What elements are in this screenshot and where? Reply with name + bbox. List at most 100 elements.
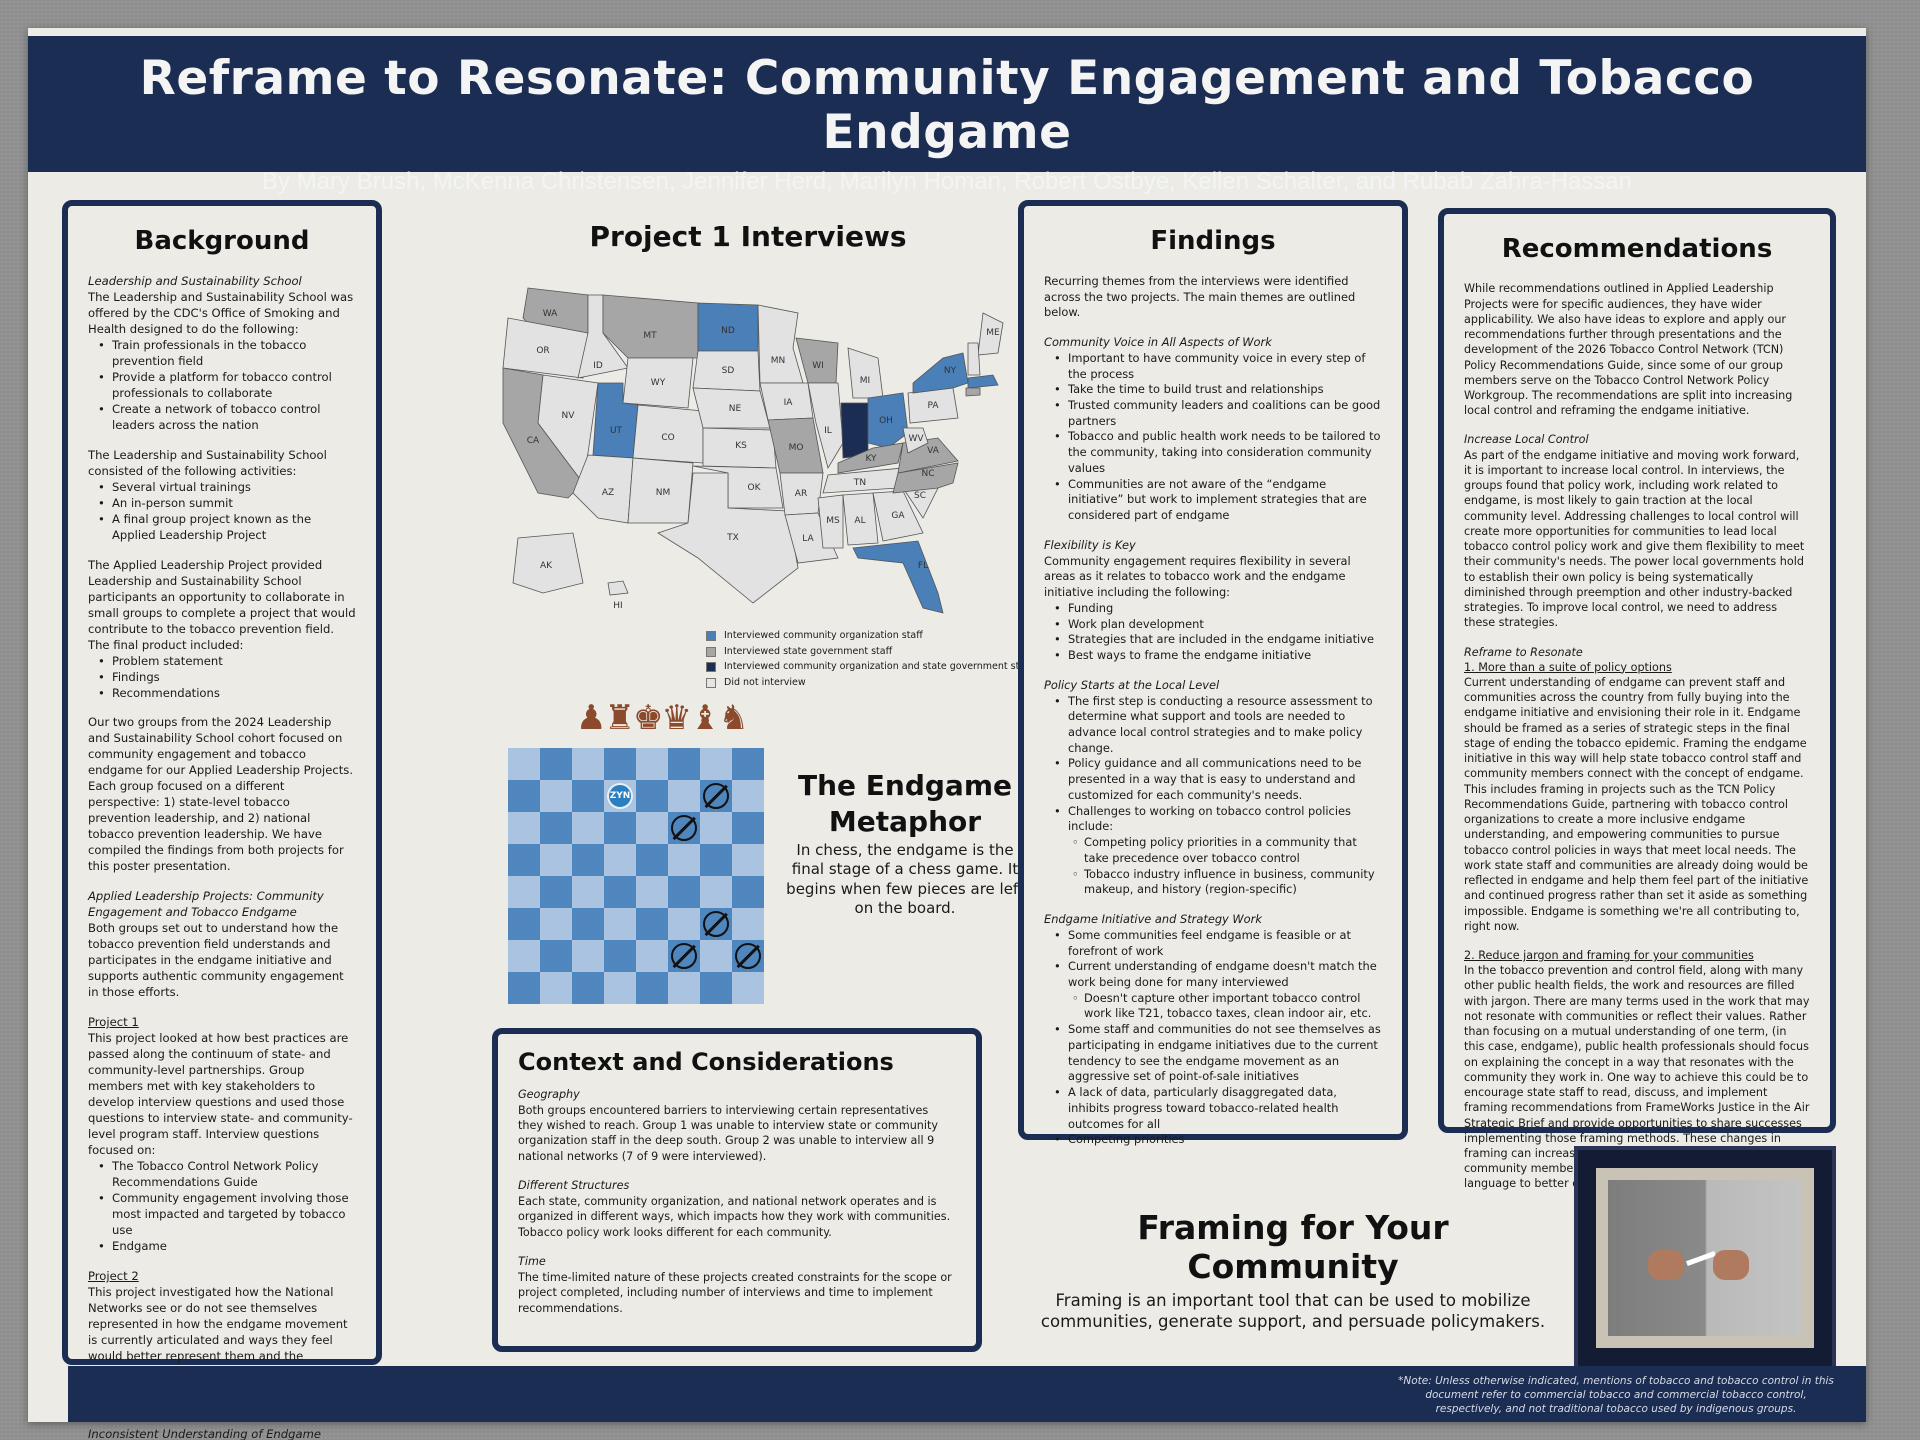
svg-text:AZ: AZ [602, 488, 614, 498]
chess-square [732, 812, 764, 844]
chess-square [668, 844, 700, 876]
chess-square [700, 940, 732, 972]
activities-list: Several virtual trainings An in-person s… [88, 480, 356, 544]
recommendations-intro: While recommendations outlined in Applie… [1464, 282, 1793, 418]
framing-text: Framing is an important tool that can be… [1040, 1291, 1546, 1332]
chess-square [700, 844, 732, 876]
chess-square [540, 780, 572, 812]
framing-section: Framing for Your Community Framing is an… [1038, 1208, 1548, 1333]
svg-text:VA: VA [927, 446, 940, 456]
lss-intro: The Leadership and Sustainability School… [88, 289, 354, 336]
state-ME [977, 312, 1004, 356]
legend-label: Interviewed state government staff [724, 645, 893, 657]
alp-text: Both groups set out to understand how th… [88, 921, 344, 1000]
no-smoking-icon [703, 911, 729, 937]
state-IL [807, 382, 844, 470]
svg-text:MT: MT [643, 331, 657, 341]
strategy-list-2: Some staff and communities do not see th… [1044, 1022, 1382, 1148]
chess-square [540, 940, 572, 972]
svg-text:ID: ID [593, 361, 603, 371]
list-item: Trusted community leaders and coalitions… [1054, 398, 1382, 429]
svg-text:UT: UT [610, 426, 623, 436]
svg-text:NV: NV [562, 411, 576, 421]
footer-note: *Note: Unless otherwise indicated, menti… [1398, 1375, 1834, 1416]
local-control-text: As part of the endgame initiative and mo… [1464, 448, 1805, 630]
list-item: Endgame [98, 1239, 356, 1255]
metaphor-text: In chess, the endgame is the final stage… [786, 840, 1024, 918]
chess-square [732, 940, 764, 972]
no-smoking-icon [735, 943, 761, 969]
svg-text:TX: TX [726, 533, 739, 543]
zyn-logo-icon: ZYN [607, 783, 633, 809]
chess-square [636, 972, 668, 1004]
rec1-text: Current understanding of endgame can pre… [1464, 675, 1809, 933]
background-heading: Background [134, 226, 310, 256]
list-item: Findings [98, 670, 356, 686]
map-legend: Interviewed community organization staff… [706, 628, 1032, 691]
state-HI [607, 580, 629, 596]
interviews-heading: Project 1 Interviews [589, 220, 907, 253]
list-item: Recommendations [98, 686, 356, 702]
geography-subtitle: Geography [518, 1088, 580, 1102]
state-TX [657, 472, 799, 604]
chess-square [732, 908, 764, 940]
list-item: Problem statement [98, 654, 356, 670]
chess-square [572, 972, 604, 1004]
alp-intro: The Applied Leadership Project provided … [88, 557, 356, 652]
svg-text:NE: NE [729, 404, 742, 414]
list-item: Take the time to build trust and relatio… [1054, 382, 1382, 398]
svg-text:WA: WA [543, 309, 558, 319]
rec1-title: 1. More than a suite of policy options [1464, 660, 1672, 674]
breaking-cigarette-image [1608, 1180, 1802, 1336]
svg-text:IA: IA [784, 398, 794, 408]
list-item: Current understanding of endgame doesn't… [1054, 959, 1382, 990]
svg-text:MS: MS [826, 516, 840, 526]
no-smoking-icon [671, 943, 697, 969]
flex-list: Funding Work plan development Strategies… [1044, 601, 1382, 664]
poster-title: Reframe to Resonate: Community Engagemen… [139, 51, 1755, 161]
svg-text:AR: AR [795, 489, 807, 499]
chess-square [604, 876, 636, 908]
chess-square [700, 812, 732, 844]
chess-square [508, 844, 540, 876]
chess-square [604, 908, 636, 940]
svg-text:SD: SD [722, 366, 735, 376]
state-CT [965, 387, 981, 397]
chess-square [572, 876, 604, 908]
state-OK [692, 465, 784, 509]
legend-swatch [706, 646, 716, 657]
list-item: Strategies that are included in the endg… [1054, 632, 1382, 648]
state-AZ [572, 454, 634, 524]
chess-square [572, 940, 604, 972]
chess-square [540, 876, 572, 908]
strategy-sublist: Doesn't capture other important tobacco … [1044, 991, 1382, 1022]
state-OH [867, 392, 909, 449]
project1-text: This project looked at how best practice… [88, 1031, 353, 1158]
findings-heading: Findings [1150, 226, 1276, 256]
state-AL [842, 492, 879, 546]
legend-item-none: Did not interview [706, 675, 1032, 691]
chess-square [732, 748, 764, 780]
policy-sublist: Competing policy priorities in a communi… [1044, 835, 1382, 898]
strategy-subtitle: Endgame Initiative and Strategy Work [1044, 912, 1262, 927]
chess-square [572, 780, 604, 812]
state-MT [602, 294, 699, 359]
svg-text:TN: TN [853, 478, 866, 488]
background-panel: Background Leadership and Sustainability… [62, 200, 382, 1440]
svg-text:WV: WV [908, 434, 924, 444]
svg-text:KY: KY [865, 454, 877, 464]
state-AK [512, 532, 584, 594]
poster: Reframe to Resonate: Community Engagemen… [28, 28, 1866, 1440]
chess-square [572, 908, 604, 940]
legend-item-state: Interviewed state government staff [706, 644, 1032, 660]
list-item: The Tobacco Control Network Policy Recom… [98, 1159, 356, 1191]
list-item: A lack of data, particularly disaggregat… [1054, 1085, 1382, 1132]
svg-text:WI: WI [812, 361, 824, 371]
voice-subtitle: Community Voice in All Aspects of Work [1044, 335, 1272, 350]
state-WV [902, 427, 929, 454]
list-item: Create a network of tobacco control lead… [98, 402, 356, 434]
framing-heading: Framing for Your Community [1137, 1208, 1449, 1286]
chessboard: ZYN [508, 748, 764, 1004]
chess-square [636, 780, 668, 812]
context-heading: Context and Considerations [518, 1048, 894, 1076]
